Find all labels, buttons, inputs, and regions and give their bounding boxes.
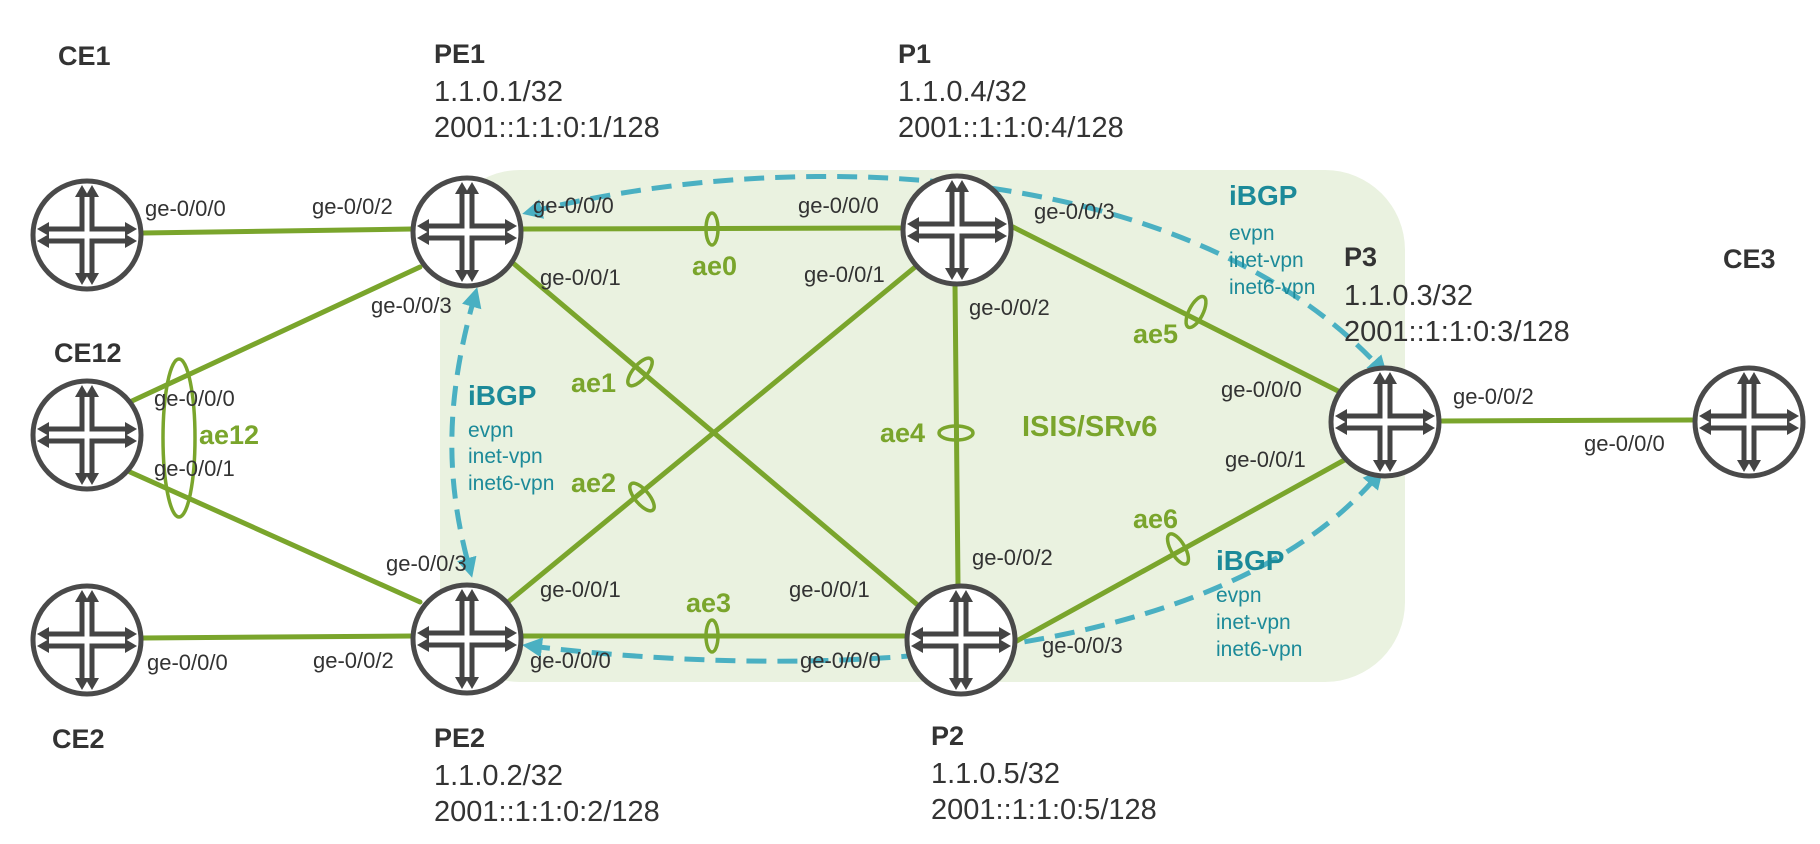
lag-ae4-label: ae4 [880,418,925,448]
ce3-router-icon[interactable] [1695,368,1803,476]
p2-ipv4: 1.1.0.5/32 [931,758,1060,790]
link-ce1-pe1 [139,226,415,236]
p1-ipv4: 1.1.0.4/32 [898,76,1027,108]
pe2-ipv4: 1.1.0.2/32 [434,760,563,792]
link-ce12-pe2 [127,469,423,605]
iface-pe1-p2: ge-0/0/1 [540,265,621,290]
ibgp-left-title: iBGP [468,380,536,411]
ibgp-session-pe2-p3 [522,468,1384,664]
iface-ce3-p3: ge-0/0/0 [1584,431,1665,456]
lag-labels: ae0 ae1 ae2 ae3 ae4 ae5 ae6 ae12 [199,251,1178,618]
iface-ce1-pe1: ge-0/0/0 [145,196,226,221]
iface-p1-p2: ge-0/0/2 [969,295,1050,320]
lag-ae12-label: ae12 [199,420,259,450]
pe1-name: PE1 [434,39,485,69]
ibgp-top-family-3: inet6-vpn [1229,276,1315,299]
lag-ae0-label: ae0 [692,251,737,281]
pe2-name: PE2 [434,723,485,753]
p3-router-icon[interactable] [1331,368,1439,476]
lag-ae1-label: ae1 [571,368,616,398]
p3-ipv6: 2001::1:1:0:3/128 [1344,316,1570,348]
ce1-name: CE1 [58,41,111,71]
iface-p2-p1: ge-0/0/2 [972,545,1053,570]
p3-name: P3 [1344,242,1377,272]
ibgp-labels: iBGP evpn inet-vpn inet6-vpn iBGP evpn i… [468,180,1315,661]
iface-pe1-ce12: ge-0/0/3 [371,293,452,318]
interface-labels: ge-0/0/0 ge-0/0/2 ge-0/0/0 ge-0/0/0 ge-0… [145,193,1665,675]
link-ce12-pe1 [129,264,423,404]
ce12-router-icon[interactable] [33,381,141,489]
ibgp-left-family-2: inet-vpn [468,445,543,468]
isis-srv6-label: ISIS/SRv6 [1022,411,1157,443]
lag-ae2-label: ae2 [571,468,616,498]
p1-router-icon[interactable] [903,176,1011,284]
ce3-name: CE3 [1723,244,1776,274]
ibgp-left-family-1: evpn [468,419,514,442]
ibgp-session-pe1-pe2 [449,287,482,578]
p2-router-icon[interactable] [907,586,1015,694]
iface-pe2-p2: ge-0/0/0 [530,648,611,673]
pe1-ipv6: 2001::1:1:0:1/128 [434,112,660,144]
ibgp-session-pe1-p3 [522,173,1388,376]
iface-p2-pe1: ge-0/0/1 [789,577,870,602]
iface-pe1-ce1: ge-0/0/2 [312,194,393,219]
ibgp-left-family-3: inet6-vpn [468,472,554,495]
iface-ce12-pe1: ge-0/0/0 [154,386,235,411]
iface-pe2-ce12: ge-0/0/3 [386,551,467,576]
pe1-ipv4: 1.1.0.1/32 [434,76,563,108]
iface-p2-p3: ge-0/0/3 [1042,633,1123,658]
ibgp-top-title: iBGP [1229,180,1297,211]
iface-p1-pe2: ge-0/0/1 [804,262,885,287]
iface-p3-p2: ge-0/0/1 [1225,447,1306,472]
iface-p3-ce3: ge-0/0/2 [1453,384,1534,409]
iface-p3-p1: ge-0/0/0 [1221,377,1302,402]
p2-name: P2 [931,721,964,751]
ce12-name: CE12 [54,338,122,368]
ce1-router-icon[interactable] [33,181,141,289]
lag-ae3-label: ae3 [686,588,731,618]
p1-name: P1 [898,39,931,69]
ce2-name: CE2 [52,724,105,754]
iface-p1-p3: ge-0/0/3 [1034,199,1115,224]
p1-ipv6: 2001::1:1:0:4/128 [898,112,1124,144]
iface-ce12-pe2: ge-0/0/1 [154,456,235,481]
iface-pe1-p1: ge-0/0/0 [533,193,614,218]
ibgp-top-family-1: evpn [1229,222,1275,245]
ibgp-sessions [449,173,1388,664]
ibgp-bottom-family-3: inet6-vpn [1216,638,1302,661]
link-p1-p2 [952,281,961,588]
link-ce2-pe2 [139,633,415,641]
lag-ae4-marker [937,424,975,442]
link-pe1-p1 [520,225,903,232]
p3-ipv4: 1.1.0.3/32 [1344,280,1473,312]
p2-ipv6: 2001::1:1:0:5/128 [931,794,1157,826]
pe1-router-icon[interactable] [413,178,521,286]
ibgp-bottom-title: iBGP [1216,545,1284,576]
lag-ae5-label: ae5 [1133,319,1178,349]
iface-pe2-p1: ge-0/0/1 [540,577,621,602]
iface-pe2-ce2: ge-0/0/2 [313,648,394,673]
ibgp-bottom-family-1: evpn [1216,584,1262,607]
link-p3-ce3 [1439,417,1695,424]
iface-p1-pe1: ge-0/0/0 [798,193,879,218]
lag-ae12-marker [161,357,197,519]
iface-p2-pe2: ge-0/0/0 [800,648,881,673]
ibgp-bottom-family-2: inet-vpn [1216,611,1291,634]
pe2-router-icon[interactable] [413,585,521,693]
pe2-ipv6: 2001::1:1:0:2/128 [434,796,660,828]
ibgp-top-family-2: inet-vpn [1229,249,1304,272]
lag-ae6-label: ae6 [1133,504,1178,534]
ce2-router-icon[interactable] [33,586,141,694]
iface-ce2-pe2: ge-0/0/0 [147,650,228,675]
node-labels: CE1 CE12 CE2 PE1 1.1.0.1/32 2001::1:1:0:… [52,39,1776,828]
